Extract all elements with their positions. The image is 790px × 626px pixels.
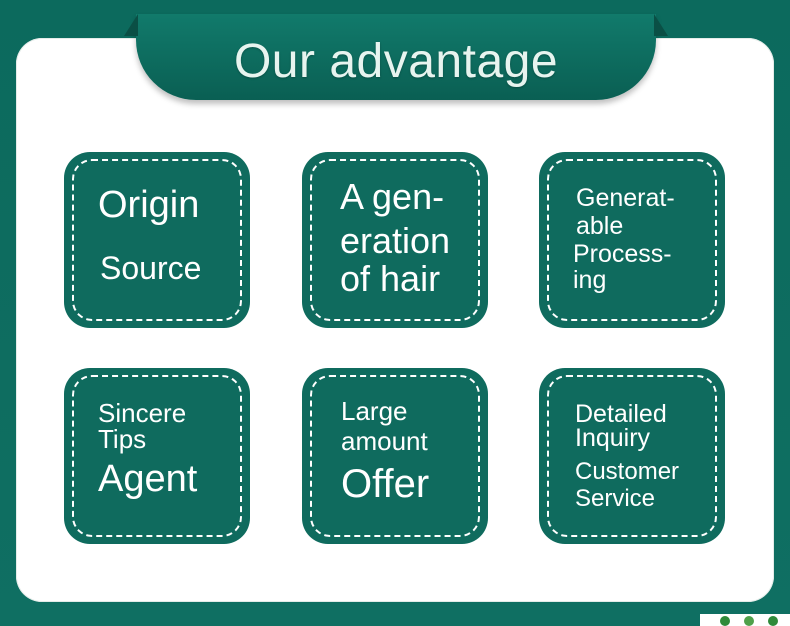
card-line: of hair bbox=[340, 258, 441, 299]
card-line: Offer bbox=[341, 462, 430, 506]
advantage-card-detailed-inquiry-customer-service: Detailed Inquiry Customer Service bbox=[539, 368, 725, 544]
advantage-card-sincere-tips-agent: Sincere Tips Agent bbox=[64, 368, 250, 544]
card-line: Agent bbox=[98, 458, 198, 500]
card-line: Tips bbox=[98, 424, 147, 454]
page-title: Our advantage bbox=[233, 35, 559, 88]
advantage-card-generation-of-hair: A gen- eration of hair bbox=[302, 152, 488, 328]
card-line: Large bbox=[341, 396, 408, 426]
advantage-card-large-amount-offer: Large amount Offer bbox=[302, 368, 488, 544]
card-line: Origin bbox=[98, 184, 200, 226]
card-line: Process- bbox=[573, 240, 672, 268]
leaf-decoration bbox=[700, 614, 790, 626]
card-line: ing bbox=[573, 266, 607, 294]
card-line: Sincere bbox=[98, 398, 187, 428]
advantage-card-origin-source: Origin Source bbox=[64, 152, 250, 328]
card-line: Generat- bbox=[576, 184, 675, 212]
card-line: Inquiry bbox=[575, 424, 651, 452]
card-line: Service bbox=[575, 485, 656, 512]
card-line: Source bbox=[100, 250, 202, 286]
card-line: Detailed bbox=[575, 400, 667, 428]
card-line: eration bbox=[340, 220, 451, 261]
card-line: able bbox=[576, 212, 624, 240]
title-banner: Our advantage bbox=[136, 14, 656, 100]
advantage-card-generatable-processing: Generat- able Process- ing bbox=[539, 152, 725, 328]
card-line: amount bbox=[341, 426, 428, 456]
card-line: A gen- bbox=[340, 176, 445, 217]
card-line: Customer bbox=[575, 458, 680, 485]
